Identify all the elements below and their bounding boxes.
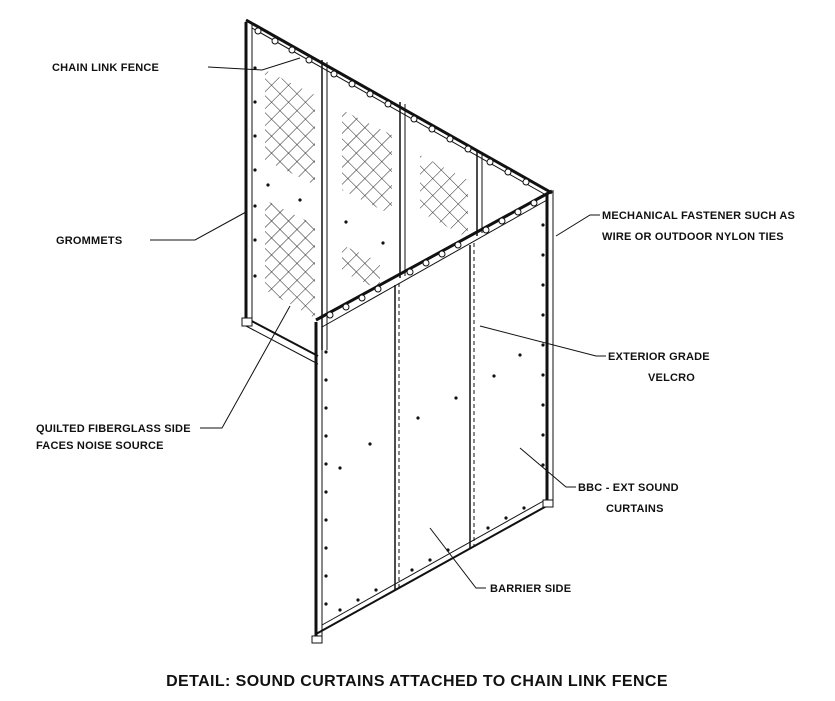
bbc-sound-curtains-label-line2: CURTAINS (606, 503, 664, 515)
bbc-sound-curtains-label-line1: BBC - EXT SOUND (578, 482, 679, 494)
quilted-fiberglass-label-line2: FACES NOISE SOURCE (36, 440, 164, 452)
mechanical-fastener-label-line2: WIRE OR OUTDOOR NYLON TIES (602, 231, 784, 243)
back-fence-rings (254, 27, 530, 186)
front-fence-rings (326, 199, 538, 319)
back-grommets (253, 66, 385, 278)
barrier-side-label: BARRIER SIDE (490, 583, 571, 595)
leader-lines (150, 57, 606, 589)
exterior-velcro-label-line1: EXTERIOR GRADE (608, 351, 710, 363)
mechanical-fastener-label-line1: MECHANICAL FASTENER SUCH AS (602, 210, 795, 222)
velcro-seams (394, 243, 475, 590)
front-fence-panel (311, 189, 554, 644)
back-fence-panel (241, 18, 553, 365)
quilted-fiberglass-label-line1: QUILTED FIBERGLASS SIDE (36, 423, 191, 435)
chain-link-mesh (265, 70, 468, 318)
detail-caption: DETAIL: SOUND CURTAINS ATTACHED TO CHAIN… (166, 673, 668, 690)
front-grommets (324, 223, 545, 612)
exterior-velcro-label-line2: VELCRO (648, 372, 695, 384)
grommets-label: GROMMETS (56, 235, 122, 247)
chain-link-fence-label: CHAIN LINK FENCE (52, 62, 159, 74)
